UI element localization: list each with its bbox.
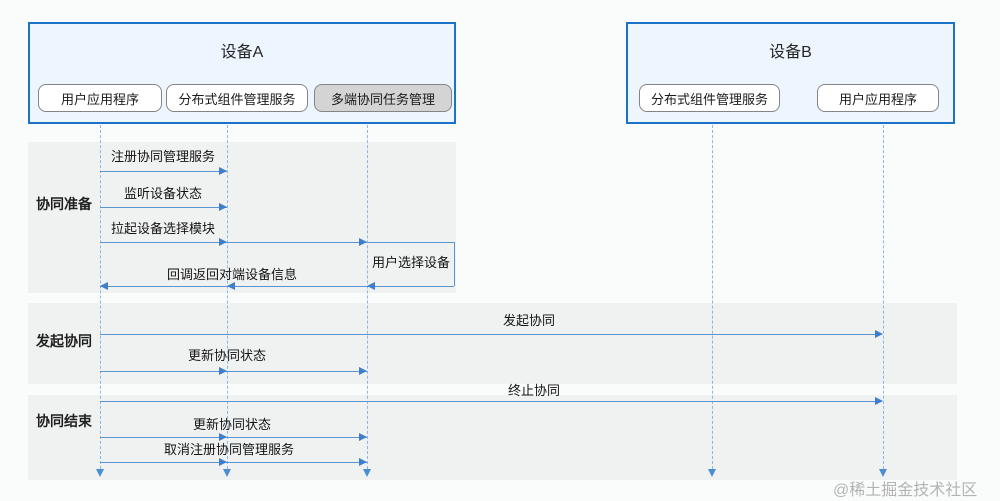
device-a-title: 设备A: [220, 44, 264, 61]
arrowhead-icon: [359, 367, 367, 375]
message-label-user-select: 用户选择设备: [371, 255, 451, 270]
arrowhead-icon: [219, 367, 227, 375]
message-label-listen: 监听设备状态: [123, 186, 203, 201]
component-deviceB-dms: 分布式组件管理服务: [639, 84, 780, 112]
message-label-register: 注册协同管理服务: [110, 149, 216, 164]
phase-band-initiate: [28, 303, 957, 384]
message-label-update-status-2: 更新协同状态: [192, 417, 272, 432]
arrowhead-icon: [219, 238, 227, 246]
arrowhead-icon: [219, 167, 227, 175]
arrow-initiate: [100, 334, 875, 335]
arrowhead-icon: [359, 433, 367, 441]
device-b-title: 设备B: [769, 44, 812, 61]
arrow-update-status-1: [100, 371, 367, 372]
message-label-launch-picker: 拉起设备选择模块: [110, 221, 216, 236]
phase-label-initiate: 发起协同: [36, 333, 92, 349]
component-deviceA-dms: 分布式组件管理服务: [166, 84, 308, 112]
arrow-launch-picker: [100, 242, 367, 243]
lifeline-deviceB-user-app: [879, 110, 887, 477]
self-loop-top-line: [368, 242, 454, 243]
message-label-unregister: 取消注册协同管理服务: [163, 442, 295, 457]
arrowhead-icon: [100, 282, 108, 290]
arrowhead-icon: [875, 330, 883, 338]
phase-label-end: 协同结束: [36, 413, 92, 429]
phase-label-prepare: 协同准备: [36, 196, 92, 212]
device-a-box: 设备A 用户应用程序 分布式组件管理服务 多端协同任务管理: [28, 22, 456, 124]
component-deviceB-user-app: 用户应用程序: [817, 84, 939, 112]
arrowhead-icon: [227, 282, 235, 290]
arrow-register: [100, 171, 227, 172]
component-deviceA-multi-task: 多端协同任务管理: [314, 84, 452, 112]
message-label-terminate: 终止协同: [507, 383, 561, 398]
message-label-callback-return: 回调返回对端设备信息: [166, 267, 298, 282]
arrow-listen: [100, 207, 227, 208]
self-loop-right-line: [454, 242, 455, 286]
arrowhead-icon: [219, 203, 227, 211]
arrow-terminate: [100, 401, 875, 402]
device-b-box: 设备B 分布式组件管理服务 用户应用程序: [626, 22, 955, 124]
arrowhead-icon: [219, 458, 227, 466]
message-label-initiate: 发起协同: [502, 313, 556, 328]
arrowhead-icon: [875, 397, 883, 405]
watermark-text: @稀土掘金技术社区: [833, 482, 978, 499]
message-label-update-status-1: 更新协同状态: [187, 348, 267, 363]
phase-band-prepare: [28, 142, 456, 293]
lifeline-deviceB-dms: [708, 110, 716, 477]
component-deviceA-user-app: 用户应用程序: [38, 84, 162, 112]
arrow-callback-return: [100, 286, 454, 287]
arrowhead-icon: [359, 458, 367, 466]
arrowhead-icon: [219, 433, 227, 441]
arrow-update-status-2: [100, 437, 367, 438]
arrowhead-icon: [367, 282, 375, 290]
arrow-unregister: [100, 462, 367, 463]
arrowhead-icon: [359, 238, 367, 246]
